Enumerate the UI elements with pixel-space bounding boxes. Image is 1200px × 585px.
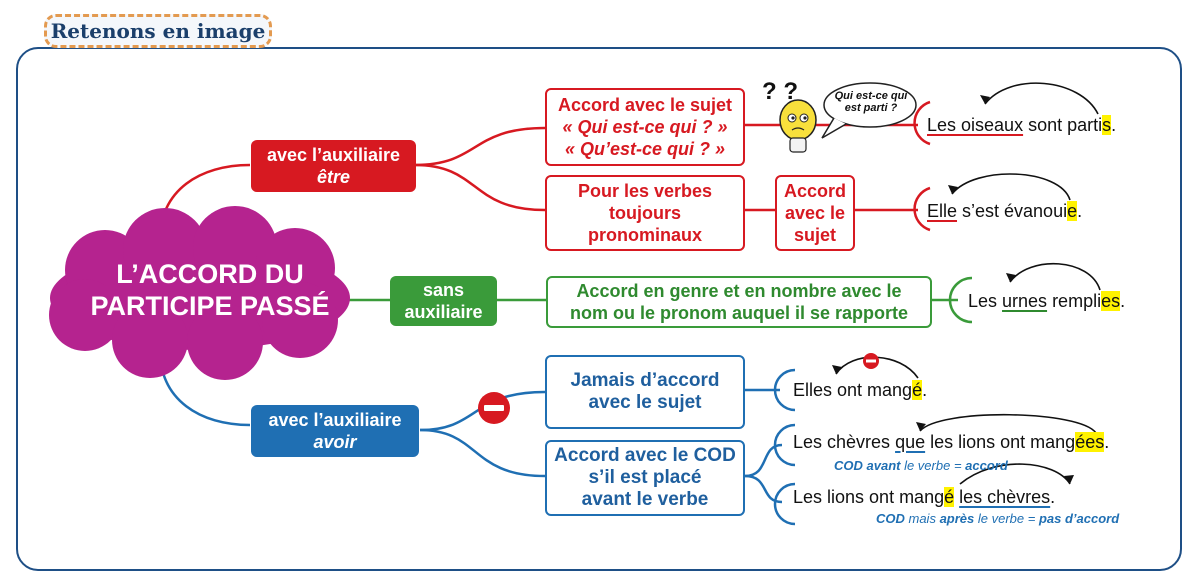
- rule-avoir-never: Jamais d’accord avec le sujet: [545, 355, 745, 429]
- branch-sans: sans auxiliaire: [390, 276, 497, 326]
- speech-bubble-icon: [821, 82, 917, 139]
- example-etre-2-tail: .: [1077, 201, 1083, 221]
- rule-etre-subject: Accord avec le sujet « Qui est-ce qui ? …: [545, 88, 745, 166]
- branch-sans-line1: sans: [422, 280, 465, 300]
- center-title: L’ACCORD DU PARTICIPE PASSÉ: [60, 258, 360, 322]
- example-sans-ending: es: [1101, 291, 1121, 311]
- example-sans-tail: .: [1120, 291, 1126, 311]
- example-etre-2-middle: s’est évanoui: [957, 201, 1068, 221]
- rule-pronominal-agreement-line1: Accord: [783, 181, 846, 201]
- example-avoir-1-tail: .: [922, 380, 928, 400]
- rule-pronominal-agreement-line3: sujet: [793, 225, 836, 245]
- speech-bubble-text: Qui est-ce qui est parti ?: [826, 90, 916, 114]
- example-avoir-2-tail: .: [1104, 432, 1110, 452]
- rule-avoir-never-line2: avec le sujet: [588, 392, 702, 413]
- speech-bubble-line2: est parti ?: [844, 102, 898, 114]
- note-avoir-3-part5: pas d’accord: [1038, 511, 1120, 526]
- example-sans-prefix: Les: [968, 291, 1003, 311]
- note-avoir-3-part2: mais: [904, 511, 940, 526]
- rule-avoir-never-line1: Jamais d’accord: [570, 370, 720, 391]
- example-etre-2: Elle s’est évanouie.: [927, 201, 1082, 222]
- branch-etre-line1: avec l’auxiliaire: [266, 145, 401, 165]
- speech-bubble-line1: Qui est-ce qui: [834, 90, 908, 102]
- example-sans-middle: rempli: [1047, 291, 1102, 311]
- rule-sans-line2: nom ou le pronom auquel il se rapporte: [569, 303, 909, 323]
- example-avoir-2-prefix: Les chèvres: [793, 432, 896, 452]
- rule-pronominal-agreement: Accord avec le sujet: [775, 175, 855, 251]
- center-title-line2: PARTICIPE PASSÉ: [90, 291, 330, 321]
- question-marks: ? ?: [762, 78, 798, 105]
- branch-avoir-line1: avec l’auxiliaire: [268, 410, 402, 430]
- rule-avoir-cod-line3: avant le verbe: [581, 489, 709, 510]
- content-frame: [16, 47, 1182, 571]
- branch-avoir: avec l’auxiliaire avoir: [251, 405, 419, 457]
- example-avoir-1-text: Elles ont mang: [793, 380, 913, 400]
- section-badge: Retenons en image: [44, 14, 272, 48]
- example-avoir-2-ending: ées: [1075, 432, 1105, 452]
- example-etre-1-tail: .: [1111, 115, 1117, 135]
- note-avoir-2-part1: COD avant: [834, 458, 901, 473]
- rule-avoir-cod: Accord avec le COD s’il est placé avant …: [545, 440, 745, 516]
- rule-etre-subject-line3: « Qu’est-ce qui ? »: [564, 139, 726, 159]
- example-sans-noun: urnes: [1002, 291, 1048, 311]
- example-etre-2-ending: e: [1067, 201, 1078, 221]
- note-avoir-2: COD avant le verbe = accord: [834, 458, 1008, 473]
- example-avoir-2: Les chèvres que les lions ont mangées.: [793, 432, 1109, 453]
- example-etre-1-ending: s: [1102, 115, 1112, 135]
- rule-avoir-cod-line2: s’il est placé: [588, 467, 702, 488]
- lightbulb-thinking-icon: [779, 99, 817, 153]
- small-no-entry-icon: [863, 353, 879, 369]
- example-avoir-3-tail: .: [1050, 487, 1056, 507]
- branch-etre: avec l’auxiliaire être: [251, 140, 416, 192]
- center-cloud: [49, 206, 350, 380]
- note-avoir-2-part2: le verbe =: [900, 458, 966, 473]
- example-avoir-3-ending: é: [944, 487, 955, 507]
- note-avoir-3-part3: après: [939, 511, 975, 526]
- branch-etre-line2: être: [316, 167, 351, 187]
- example-avoir-3-cod: les chèvres: [959, 487, 1051, 507]
- note-avoir-3: COD mais après le verbe = pas d’accord: [876, 511, 1119, 526]
- rule-pronominal-line2: toujours: [609, 203, 681, 223]
- example-avoir-1: Elles ont mangé.: [793, 380, 927, 401]
- example-sans: Les urnes remplies.: [968, 291, 1125, 312]
- example-avoir-3: Les lions ont mangé les chèvres.: [793, 487, 1055, 508]
- note-avoir-3-part1: COD: [876, 511, 905, 526]
- center-title-line1: L’ACCORD DU: [116, 259, 304, 289]
- rule-etre-subject-line1: Accord avec le sujet: [557, 95, 733, 115]
- rule-pronominal-agreement-line2: avec le: [784, 203, 846, 223]
- note-avoir-2-part3: accord: [965, 458, 1008, 473]
- rule-sans: Accord en genre et en nombre avec le nom…: [546, 276, 932, 328]
- example-etre-2-subject: Elle: [927, 201, 958, 221]
- example-avoir-2-middle: les lions ont mang: [925, 432, 1076, 452]
- branch-sans-line2: auxiliaire: [404, 302, 483, 322]
- rule-avoir-cod-line1: Accord avec le COD: [554, 445, 736, 466]
- example-etre-1-subject: Les oiseaux: [927, 115, 1024, 135]
- example-avoir-2-cod: que: [895, 432, 926, 452]
- note-avoir-3-part4: le verbe =: [974, 511, 1039, 526]
- rule-pronominal-line3: pronominaux: [587, 225, 702, 245]
- example-etre-1-middle: sont parti: [1023, 115, 1103, 135]
- example-etre-1: Les oiseaux sont partis.: [927, 115, 1116, 136]
- branch-avoir-line2: avoir: [313, 432, 357, 452]
- rule-pronominal-line1: Pour les verbes: [577, 181, 713, 201]
- rule-etre-subject-line2: « Qui est-ce qui ? »: [562, 117, 728, 137]
- example-avoir-3-prefix: Les lions ont mang: [793, 487, 945, 507]
- rule-pronominal: Pour les verbes toujours pronominaux: [545, 175, 745, 251]
- example-avoir-1-ending: é: [912, 380, 923, 400]
- no-entry-icon: [478, 392, 510, 424]
- rule-sans-line1: Accord en genre et en nombre avec le: [576, 281, 902, 301]
